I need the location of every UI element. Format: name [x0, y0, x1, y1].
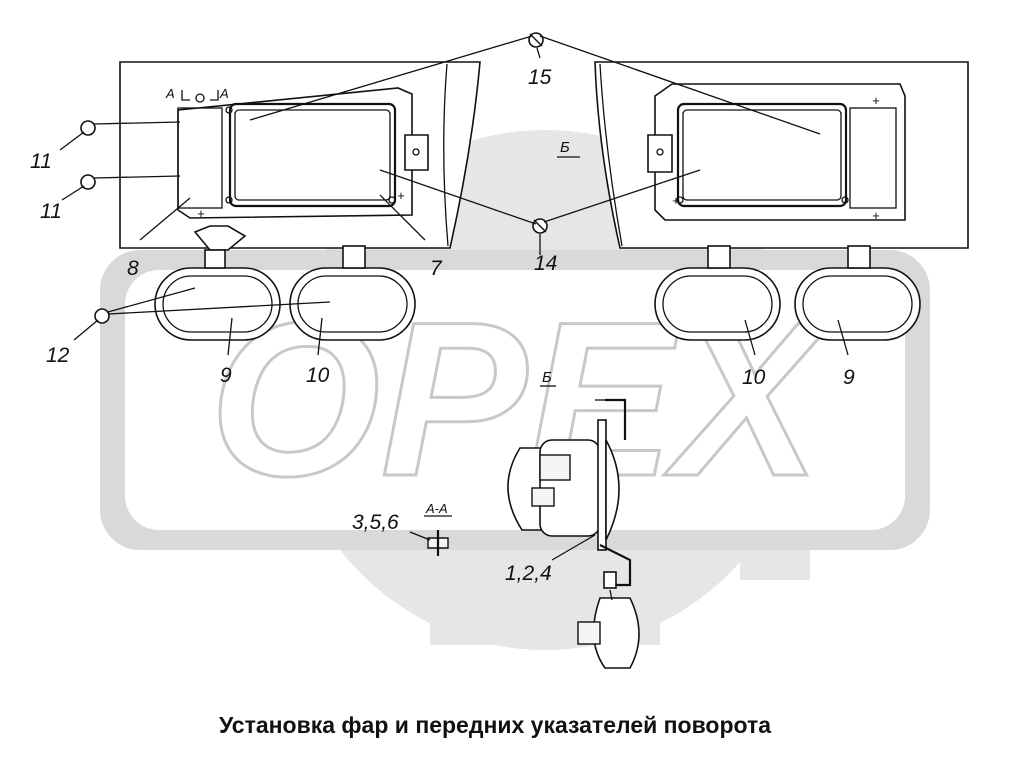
bulb-14 [532, 218, 548, 234]
bulb-15 [528, 32, 544, 48]
callout-9-left: 9 [220, 364, 232, 387]
callout-9-right: 9 [843, 366, 855, 389]
callout-10-right: 10 [742, 366, 766, 389]
section-mark-a-left: A [165, 86, 175, 101]
callout-11-upper: 11 [30, 150, 52, 173]
detail-view-b: Б [507, 369, 640, 669]
section-a-a-detail: А-А [409, 501, 452, 556]
callout-14: 14 [534, 252, 557, 275]
callout-3-5-6: 3,5,6 [352, 511, 399, 534]
fog-lamp-9-left [154, 225, 281, 341]
svg-text:+: + [872, 208, 880, 223]
callout-7: 7 [430, 257, 443, 280]
svg-text:+: + [872, 93, 880, 108]
callout-1-2-4: 1,2,4 [505, 562, 552, 585]
callout-12: 12 [46, 344, 70, 367]
headlamp-10-right [654, 245, 781, 341]
bulb-12 [73, 287, 331, 341]
fog-lamp-9-right [794, 245, 921, 341]
callout-15: 15 [528, 66, 552, 89]
section-mark-b-view: Б [542, 369, 552, 386]
left-cab-panel: + + A A [119, 61, 481, 249]
svg-text:+: + [197, 206, 205, 221]
svg-text:+: + [672, 193, 680, 208]
section-mark-a-right: A [219, 86, 229, 101]
section-mark-b-top: Б [560, 139, 570, 156]
right-cab-panel: + + + [594, 61, 969, 249]
callout-11-lower: 11 [40, 200, 62, 223]
section-mark-aa: А-А [425, 501, 448, 516]
bulb-11-upper [80, 120, 181, 136]
drawing-caption: Установка фар и передних указателей пово… [218, 712, 772, 738]
svg-text:+: + [397, 188, 405, 203]
callout-10-left: 10 [306, 364, 330, 387]
callout-8: 8 [127, 257, 139, 280]
bulb-11-lower [80, 174, 181, 190]
